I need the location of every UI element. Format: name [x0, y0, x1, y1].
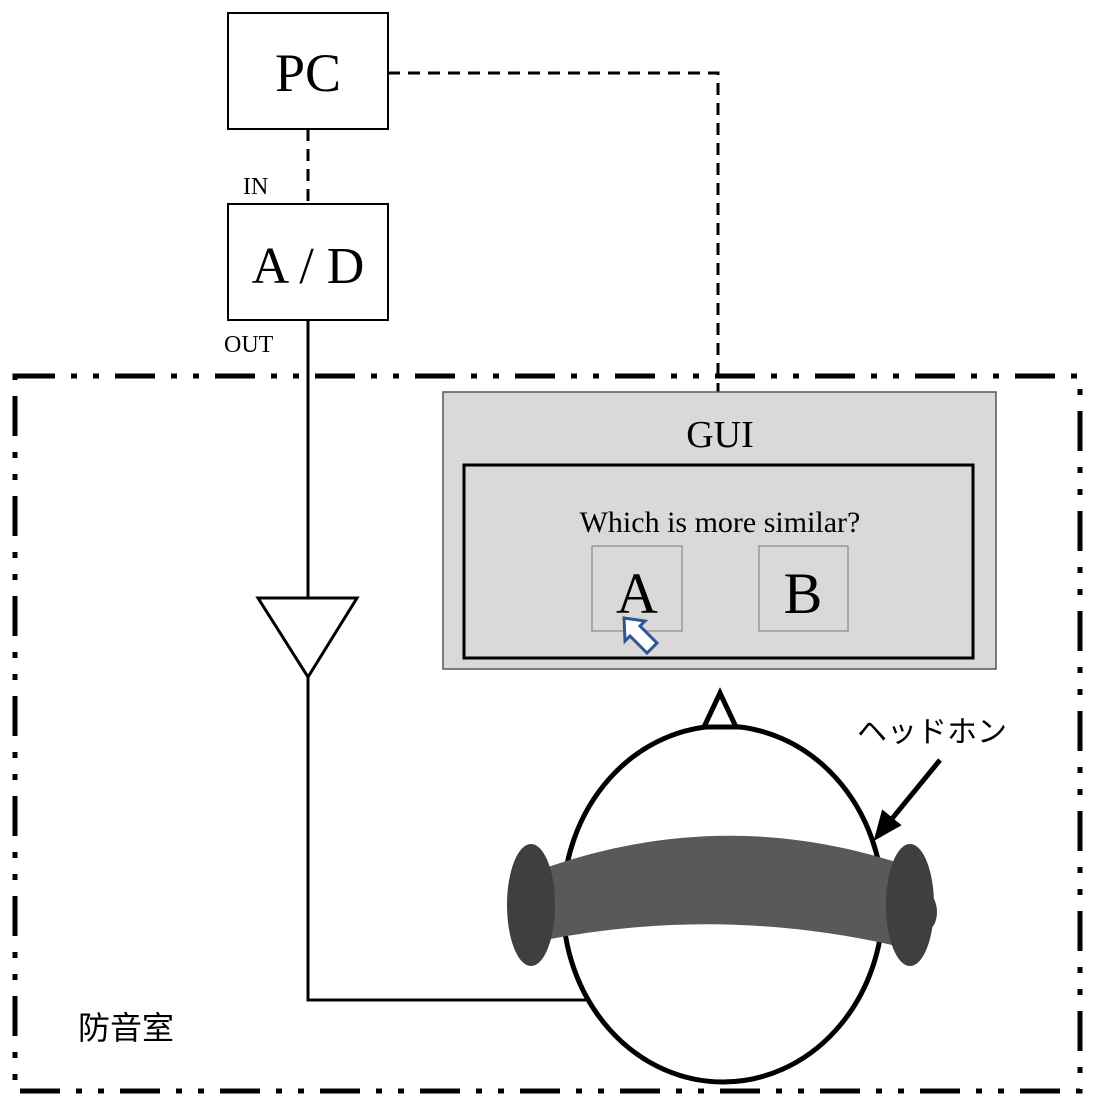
option-b-button[interactable]: B [758, 545, 849, 632]
gui-question: Which is more similar? [580, 506, 861, 539]
gui-title: GUI [686, 414, 754, 456]
amplifier-triangle-icon [255, 596, 360, 680]
ad-label: A / D [252, 238, 365, 295]
headphones-icon [507, 835, 937, 966]
out-label: OUT [224, 332, 274, 358]
headphone-arrow-icon [873, 758, 942, 842]
pc-box: PC [227, 12, 389, 130]
soundproof-room-boundary [12, 373, 1083, 1094]
cursor-arrow-icon [622, 616, 660, 656]
gui-window [462, 463, 975, 660]
nose-icon [700, 687, 740, 730]
ad-converter-box: A / D [227, 203, 389, 321]
option-a-label: A [616, 561, 658, 626]
headphone-label: ヘッドホン [857, 715, 1007, 750]
gui-panel: GUI Which is more similar? A B [442, 391, 997, 670]
pc-label: PC [275, 43, 341, 103]
option-a-button[interactable]: A [591, 545, 683, 632]
in-label: IN [243, 174, 268, 200]
option-b-label: B [784, 561, 823, 626]
room-label: 防音室 [78, 1009, 174, 1047]
pc-to-gui-dashed-line [388, 71, 720, 392]
